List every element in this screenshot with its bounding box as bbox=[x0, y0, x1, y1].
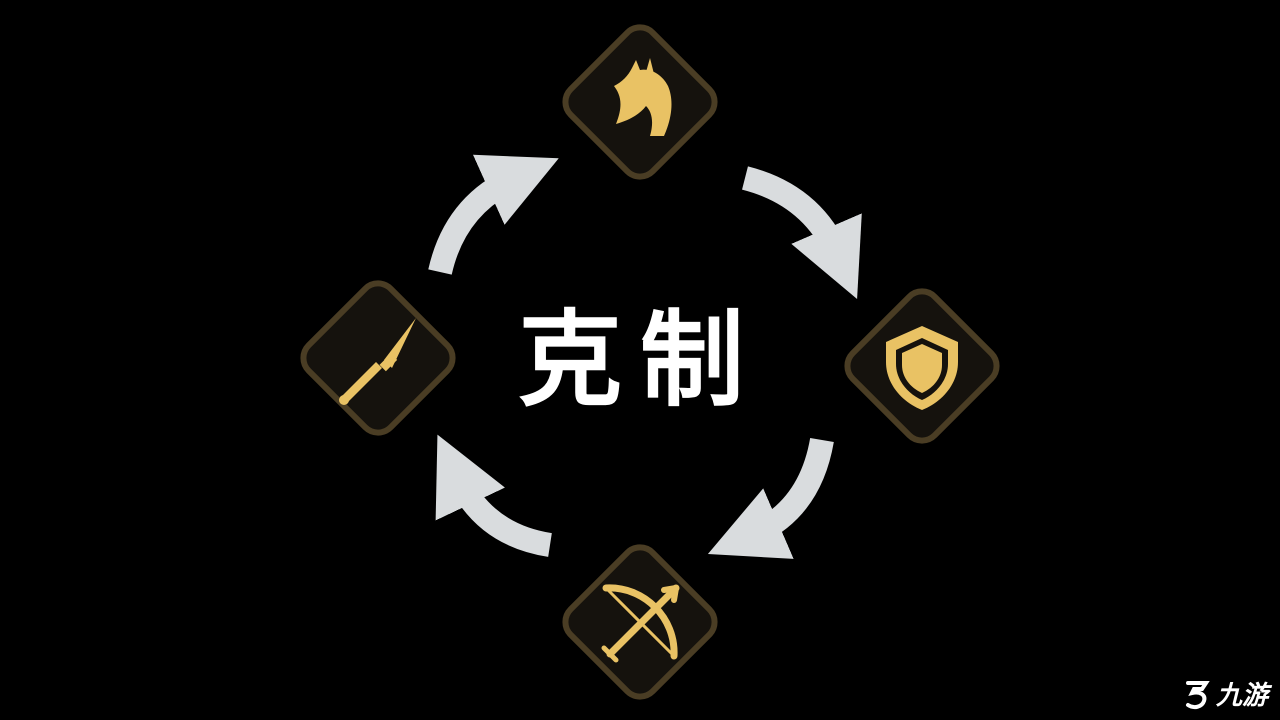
unit-cavalry-tile[interactable] bbox=[554, 16, 726, 188]
counter-title: 克制 bbox=[517, 298, 762, 421]
arrow-top-left bbox=[428, 154, 559, 275]
arrow-bottom-right bbox=[707, 437, 834, 559]
unit-shield-tile[interactable] bbox=[836, 280, 1008, 452]
horse-head-icon bbox=[614, 58, 672, 136]
watermark-text: 九游 bbox=[1215, 681, 1268, 711]
unit-spear-tile[interactable] bbox=[292, 272, 464, 444]
arrow-bottom-left bbox=[435, 434, 553, 557]
bow-and-arrow-icon bbox=[601, 584, 680, 663]
shield-icon bbox=[886, 326, 958, 410]
watermark: 九游 bbox=[1180, 675, 1268, 712]
arrow-top-right bbox=[741, 166, 862, 300]
jiuyou-logo-icon bbox=[1185, 680, 1210, 709]
spear-icon bbox=[339, 318, 416, 405]
unit-archer-tile[interactable] bbox=[554, 536, 726, 708]
